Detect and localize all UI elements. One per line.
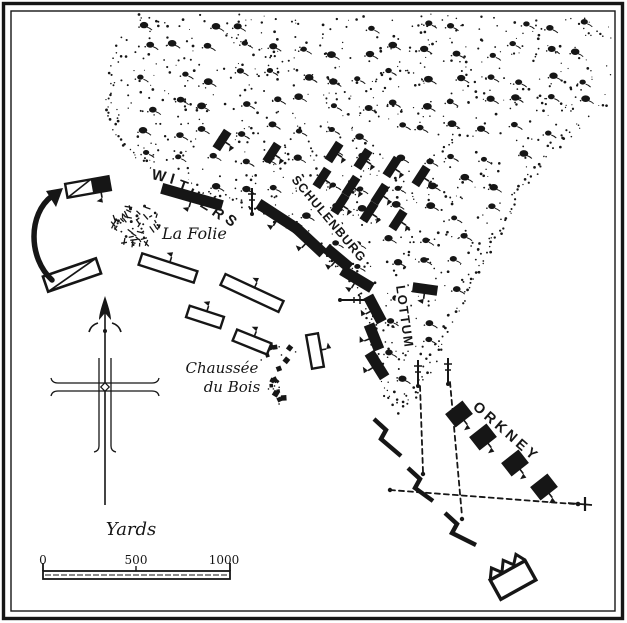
chaussee-du-bois-hamlet <box>260 343 297 405</box>
scale-tick-500: 500 <box>125 553 148 567</box>
scale-tick-1000: 1000 <box>209 553 240 567</box>
la-folie-thicket <box>110 204 161 248</box>
entrenchments-and-redoubt <box>372 417 539 602</box>
compass-scale-arrow <box>42 296 231 580</box>
svg-text:W: W <box>150 166 168 186</box>
label-chaussee-line1: Chaussée <box>186 359 259 377</box>
scale-tick-0: 0 <box>39 553 47 567</box>
label-lottum: LOTTUM <box>393 284 417 349</box>
troop-units <box>31 128 558 504</box>
forest-texture <box>105 13 612 415</box>
standard-markers <box>248 188 452 388</box>
scale-title: Yards <box>106 519 157 540</box>
label-chaussee-line2: du Bois <box>204 378 261 396</box>
label-la-folie: La Folie <box>161 224 227 243</box>
